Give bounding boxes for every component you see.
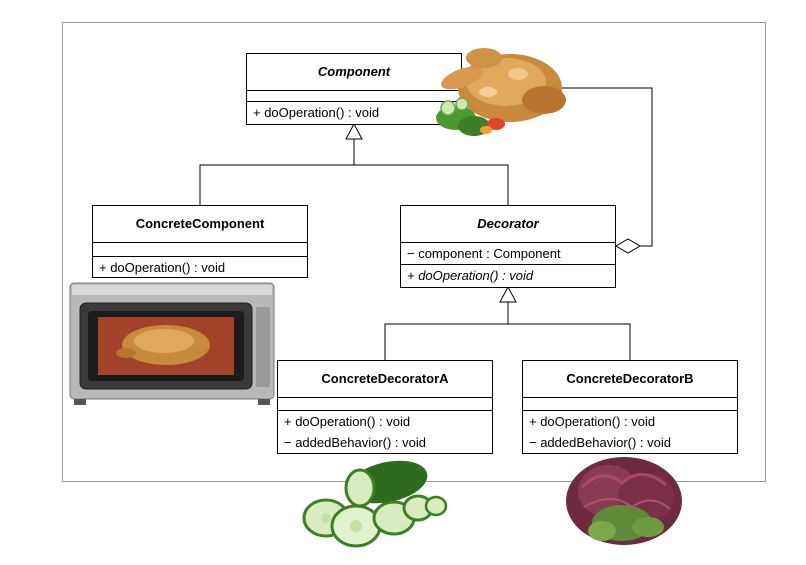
inheritance-arrow-component [345,122,363,140]
class-attributes [278,398,492,411]
rotisserie-oven-icon [69,282,275,405]
class-operation: − addedBehavior() : void [529,435,672,450]
class-name: Decorator [401,206,615,243]
class-operation: − addedBehavior() : void [284,435,427,450]
inheritance-line-decorator [384,323,631,360]
class-operation: + doOperation() : void [253,105,380,120]
class-operation: + doOperation() : void [407,268,534,283]
class-concrete-decorator-b[interactable]: ConcreteDecoratorB + doOperation() : voi… [522,360,738,454]
class-concrete-component[interactable]: ConcreteComponent + doOperation() : void [92,205,308,278]
class-name: ConcreteComponent [93,206,307,243]
class-attributes [247,91,461,102]
class-attributes [93,243,307,257]
aggregation-diamond [615,238,641,254]
lettuce-icon [566,457,682,545]
class-attribute: − component : Component [407,246,561,261]
class-name: Component [247,54,461,91]
class-component[interactable]: Component + doOperation() : void [246,53,462,125]
class-attributes: − component : Component [401,243,615,265]
class-operation: + doOperation() : void [99,260,226,275]
class-name: ConcreteDecoratorA [278,361,492,398]
inheritance-line-component [199,164,509,205]
roast-chicken-icon [436,48,566,136]
class-operation: + doOperation() : void [284,414,411,429]
class-decorator[interactable]: Decorator − component : Component + doOp… [400,205,616,288]
class-operation: + doOperation() : void [529,414,656,429]
class-name: ConcreteDecoratorB [523,361,737,398]
cucumber-icon [302,460,448,548]
class-attributes [523,398,737,411]
class-concrete-decorator-a[interactable]: ConcreteDecoratorA + doOperation() : voi… [277,360,493,454]
inheritance-arrow-decorator [499,285,517,303]
